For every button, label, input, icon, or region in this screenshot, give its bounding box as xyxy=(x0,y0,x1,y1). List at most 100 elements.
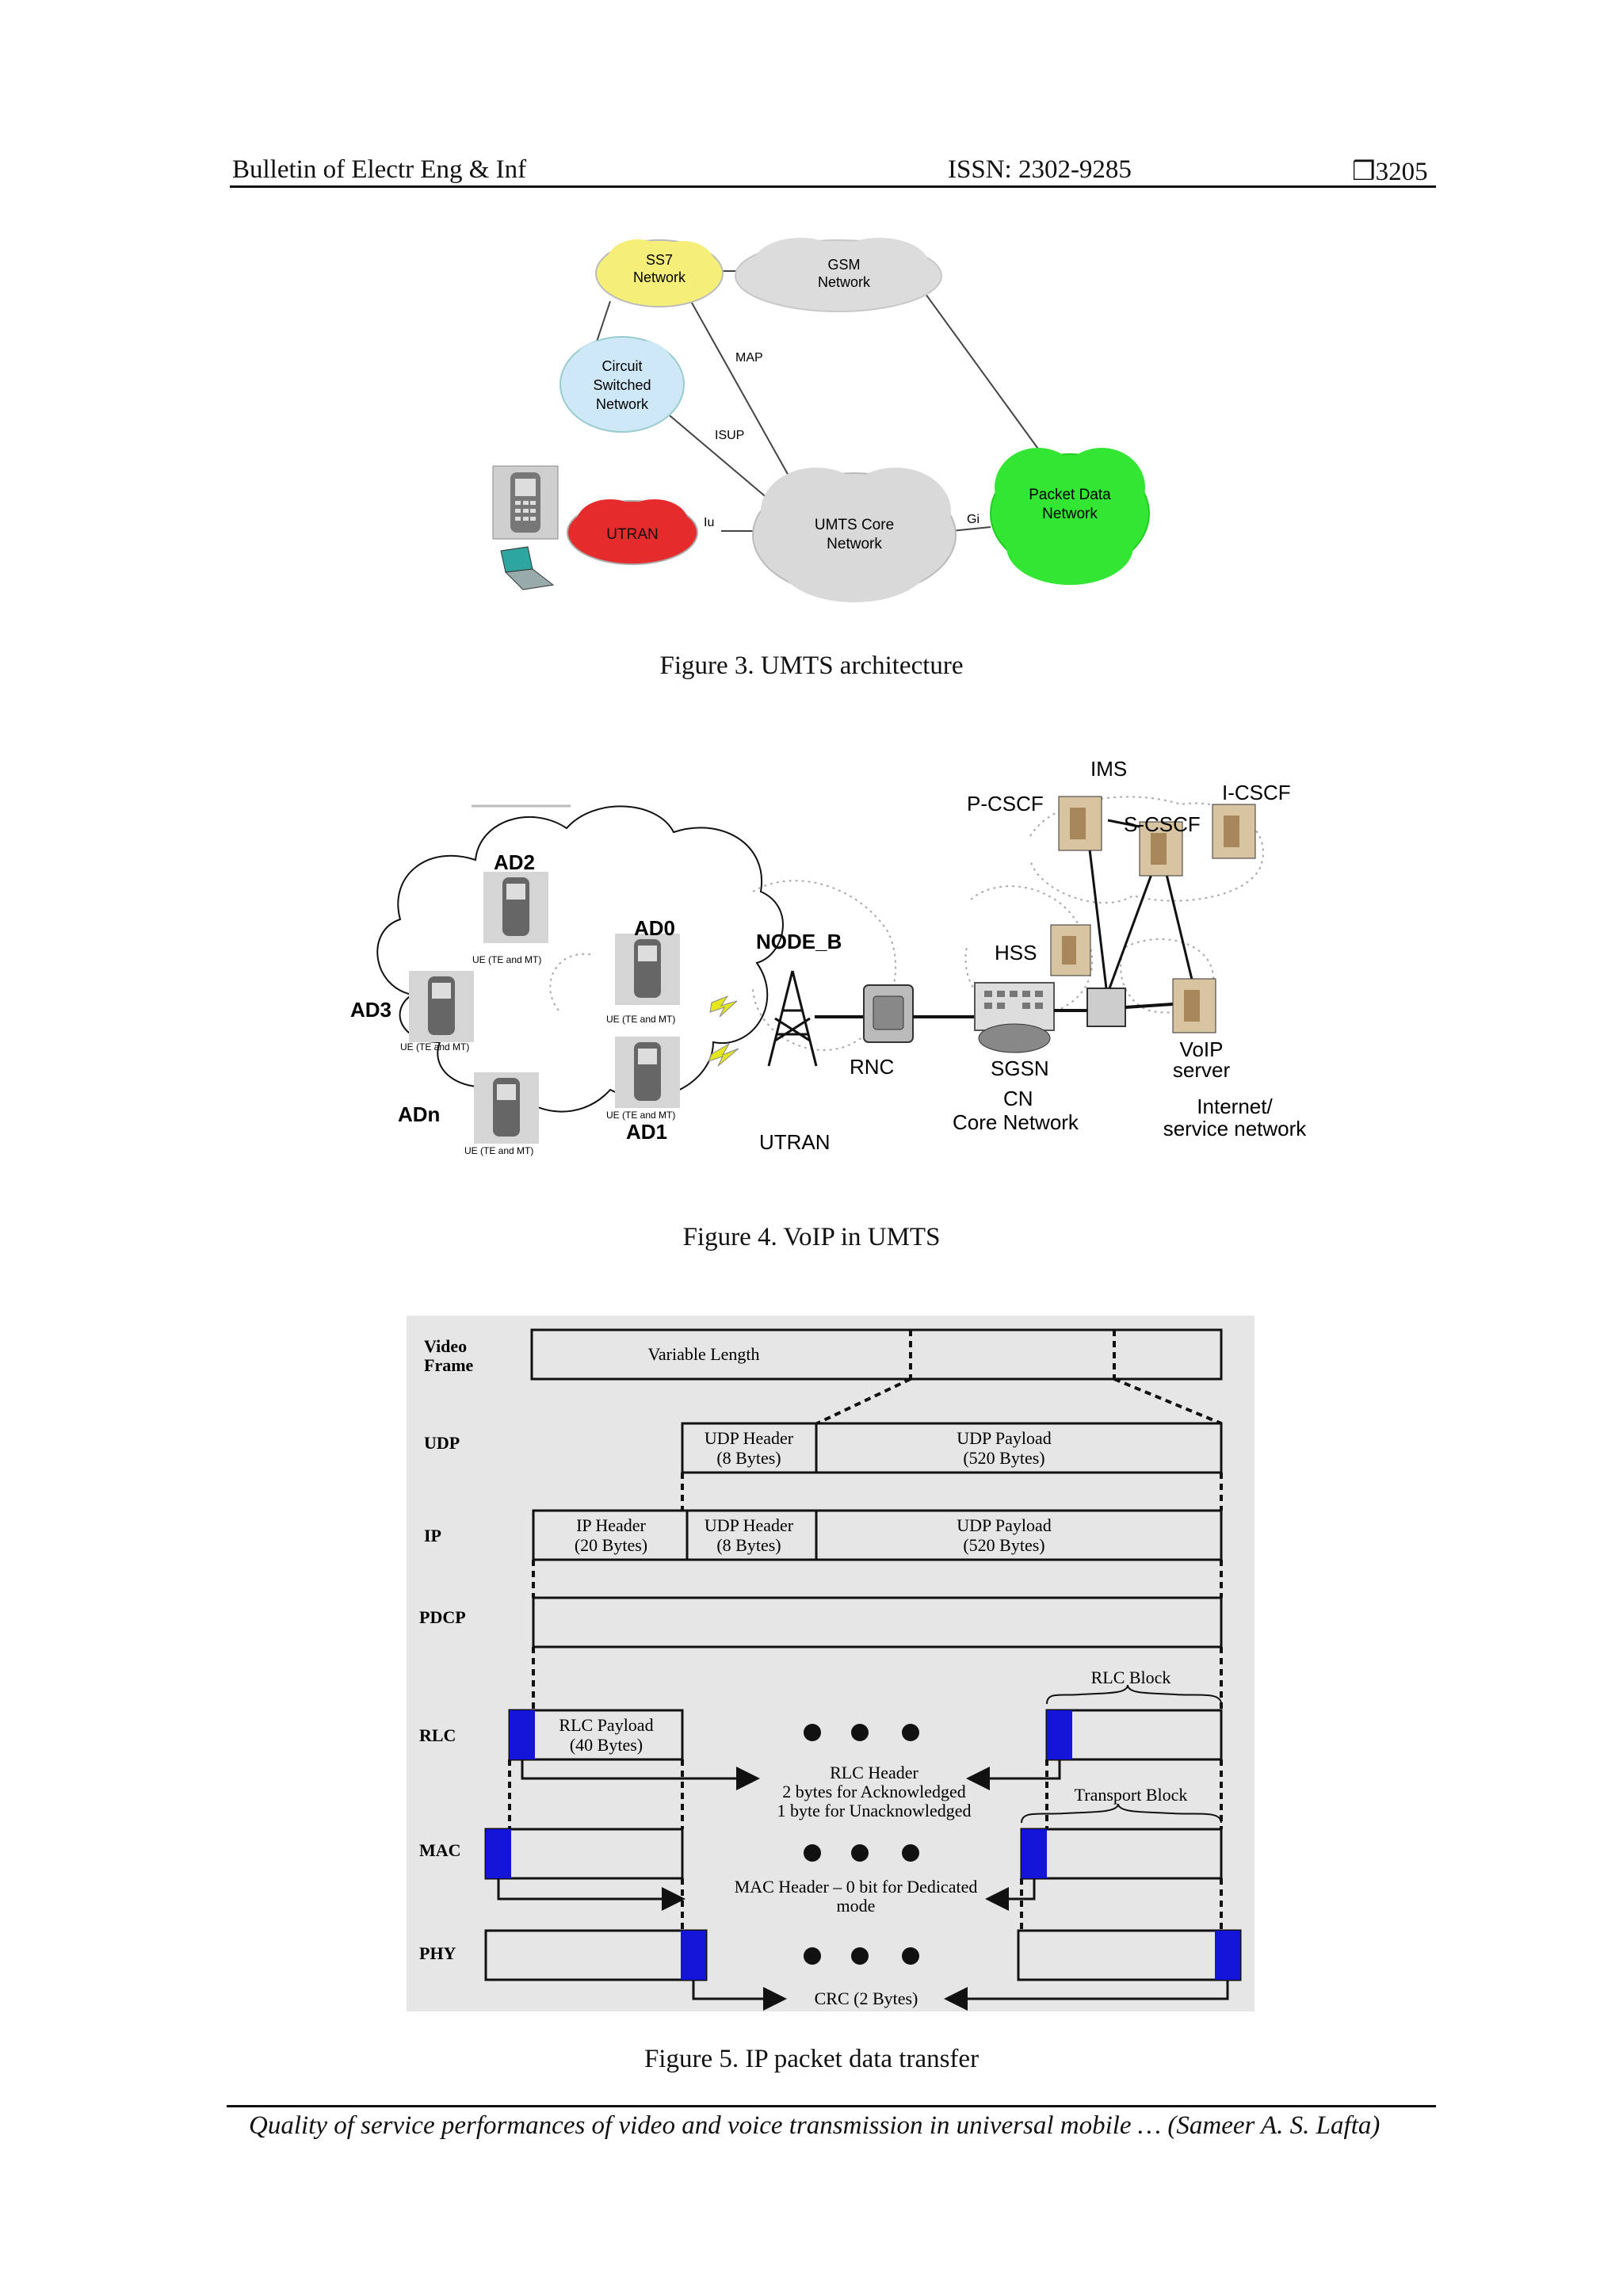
utran-label: UTRAN xyxy=(606,526,658,543)
ip-header-label-line2: (20 Bytes) xyxy=(575,1535,647,1555)
ss7-label-line1: SS7 xyxy=(646,252,673,268)
hss-label: HSS xyxy=(995,941,1037,965)
fig3-links xyxy=(594,270,1047,532)
rnc-label: RNC xyxy=(850,1055,894,1079)
utran-cloud: UTRAN xyxy=(567,499,698,565)
ims-label: IMS xyxy=(1090,757,1127,781)
umts-core-network-cloud: UMTS Core Network xyxy=(752,468,957,602)
i-cscf-label: I-CSCF xyxy=(1222,781,1291,804)
running-header-page: ❒3205 xyxy=(1352,155,1428,187)
rlc-header-label-line3: 1 byte for Unacknowledged xyxy=(777,1801,972,1820)
p-cscf-server-icon xyxy=(1058,796,1102,851)
rlc-header-label-line1: RLC Header xyxy=(830,1763,918,1782)
adn-label: ADn xyxy=(398,1102,440,1126)
radio-link-icon-2 xyxy=(708,1042,739,1067)
ad-hoc-cloud xyxy=(376,805,784,1113)
ip-udp-payload-label-line2: (520 Bytes) xyxy=(963,1535,1044,1555)
node-b-tower-icon xyxy=(767,970,818,1067)
iu-link-label: Iu xyxy=(704,516,714,529)
ip-udp-header-label-line2: (8 Bytes) xyxy=(716,1535,781,1555)
phone-ad1 xyxy=(615,1037,680,1108)
rlc-block-brace xyxy=(1046,1684,1222,1705)
internet-label: Internet/ xyxy=(1197,1095,1273,1118)
voip-label: VoIP xyxy=(1180,1037,1224,1061)
sgsn-icon xyxy=(974,982,1055,1053)
umts-architecture-figure: SS7 Network GSM Network Circuit Switched… xyxy=(492,238,1150,602)
running-footer: Quality of service performances of video… xyxy=(249,2111,1381,2140)
voip-in-umts-figure: AD2 AD0 AD3 ADn AD1 UE (TE and MT) UE (T… xyxy=(350,757,1308,1156)
mobile-phone-icon xyxy=(492,465,559,540)
s-cscf-label: S-CSCF xyxy=(1124,812,1201,836)
layer-labels: Video Frame UDP IP PDCP RLC MAC PHY xyxy=(419,1336,474,1963)
circuit-label-line3: Network xyxy=(596,396,649,412)
circuit-label-line1: Circuit xyxy=(601,358,642,374)
ellipsis-dots xyxy=(804,1724,919,1965)
udp-header-label-line1: UDP Header xyxy=(705,1428,794,1448)
packet-label-line1: Packet Data xyxy=(1029,487,1111,503)
figure3-caption: Figure 3. UMTS architecture xyxy=(659,651,964,680)
sgsn-label: SGSN xyxy=(991,1056,1049,1080)
cn-label: CN xyxy=(1003,1087,1033,1110)
page-number: 3205 xyxy=(1375,158,1428,186)
page-box-icon: ❒ xyxy=(1352,158,1376,186)
ss7-label-line2: Network xyxy=(633,269,686,285)
ad2-label: AD2 xyxy=(494,850,535,874)
service-network-label: service network xyxy=(1163,1117,1308,1140)
dashed-guides xyxy=(508,1330,1223,1931)
crc-label: CRC (2 Bytes) xyxy=(815,1988,918,2008)
s-cscf-server-icon xyxy=(1139,821,1183,877)
rlc-header-label-line2: 2 bytes for Acknowledged xyxy=(782,1782,966,1801)
voip-server-icon xyxy=(1172,978,1216,1033)
ue-label-ad3: UE (TE and MT) xyxy=(400,1041,469,1052)
layer-rlc-label: RLC xyxy=(419,1725,456,1745)
core-label-line2: Network xyxy=(827,536,882,552)
router-icon xyxy=(1086,988,1126,1027)
server-label: server xyxy=(1173,1058,1231,1082)
laptop-icon xyxy=(500,546,555,590)
i-cscf-server-icon xyxy=(1212,804,1256,859)
p-cscf-label: P-CSCF xyxy=(967,792,1044,816)
layer-udp-label: UDP xyxy=(424,1433,460,1453)
variable-length-label: Variable Length xyxy=(647,1344,759,1364)
transport-block-brace xyxy=(1021,1803,1222,1824)
core-network-label: Core Network xyxy=(953,1110,1079,1134)
layer-ip-label: IP xyxy=(424,1526,441,1545)
packet-data-network-cloud: Packet Data Network xyxy=(990,448,1150,585)
phone-ad0 xyxy=(615,934,680,1005)
transport-block-label: Transport Block xyxy=(1075,1785,1188,1805)
hss-server-icon xyxy=(1050,924,1091,976)
gsm-label-line1: GSM xyxy=(827,257,860,273)
phone-adn xyxy=(474,1072,539,1144)
footer-rule xyxy=(227,2105,1436,2107)
layer-mac-label: MAC xyxy=(419,1840,461,1860)
mac-header-label-line2: mode xyxy=(837,1896,876,1916)
layer-frame-label: Frame xyxy=(424,1355,474,1375)
circuit-switched-network-cloud: Circuit Switched Network xyxy=(559,336,685,433)
ue-label-ad2: UE (TE and MT) xyxy=(472,954,541,965)
phone-ad3 xyxy=(409,971,474,1042)
udp-payload-label-line2: (520 Bytes) xyxy=(963,1448,1044,1468)
map-link-label: MAP xyxy=(735,351,763,365)
ue-label-ad1: UE (TE and MT) xyxy=(606,1110,675,1121)
figure4-caption: Figure 4. VoIP in UMTS xyxy=(682,1223,941,1251)
ss7-network-cloud: SS7 Network xyxy=(595,239,724,308)
figure5-background xyxy=(407,1316,1254,2011)
ue-label-ad0: UE (TE and MT) xyxy=(606,1014,675,1025)
gi-link-label: Gi xyxy=(967,513,980,526)
ip-header-label-line1: IP Header xyxy=(576,1515,646,1535)
header-rule xyxy=(230,185,1436,188)
layer-phy-label: PHY xyxy=(419,1943,456,1963)
node-b-label: NODE_B xyxy=(756,930,842,953)
ip-udp-payload-label-line1: UDP Payload xyxy=(957,1515,1052,1535)
mac-header-label-line1: MAC Header – 0 bit for Dedicated xyxy=(735,1877,978,1897)
phone-ad2 xyxy=(483,872,548,943)
packet-label-line2: Network xyxy=(1042,506,1098,522)
udp-payload-label-line1: UDP Payload xyxy=(957,1428,1052,1448)
rlc-payload-label-line2: (40 Bytes) xyxy=(570,1735,643,1755)
layer-video-label: Video xyxy=(424,1336,467,1356)
layer-pdcp-label: PDCP xyxy=(419,1607,466,1627)
core-label-line1: UMTS Core xyxy=(815,517,894,533)
ad1-label: AD1 xyxy=(626,1120,667,1144)
running-header-issn: ISSN: 2302-9285 xyxy=(948,155,1132,184)
header-blocks xyxy=(486,1710,1240,1980)
